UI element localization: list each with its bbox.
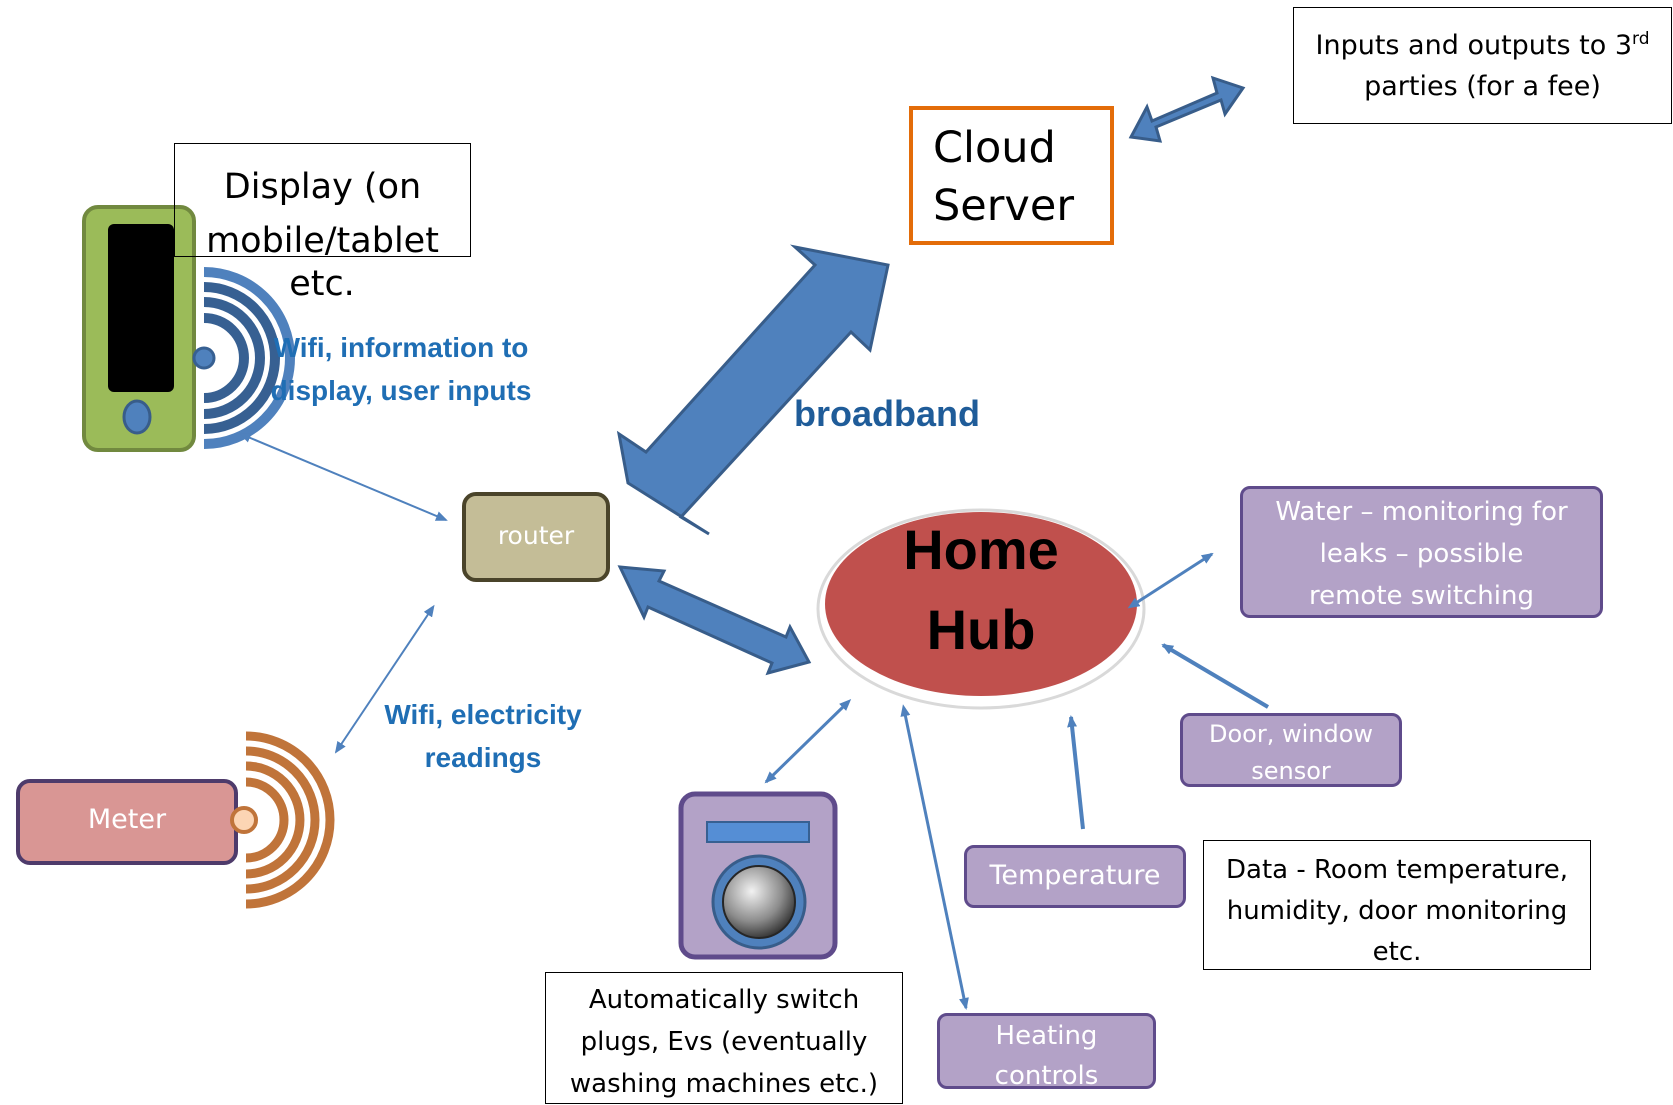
- water-box: Water – monitoring for leaks – possible …: [1240, 486, 1603, 618]
- data-line3: etc.: [1372, 937, 1422, 967]
- plugs-line3: washing machines etc.): [569, 1069, 879, 1099]
- plugs-line1: Automatically switch: [588, 985, 860, 1015]
- third-parties-line1: Inputs and outputs to 3rd: [1315, 29, 1650, 61]
- phone-wifi-source-icon: [192, 346, 216, 370]
- cloud-thirdparty-arrow: [1128, 75, 1246, 143]
- meter-wifi-source-icon: [230, 806, 258, 834]
- smart-plug-icon: [678, 791, 838, 960]
- display-box: Display (on mobile/tablet: [174, 143, 471, 261]
- hub-heating-link: [900, 704, 969, 1010]
- data-line1: Data - Room temperature,: [1226, 855, 1568, 885]
- wifi-display-label: Wifi, information to display, user input…: [270, 326, 532, 412]
- temperature-hub-link: [1067, 715, 1085, 830]
- wifi-display-line2: display, user inputs: [270, 375, 532, 406]
- phone-router-link: [238, 433, 448, 521]
- wifi-meter-label: Wifi, electricity readings: [368, 693, 598, 779]
- temperature-label: Temperature: [989, 860, 1161, 891]
- cloud-server-line2: Server: [933, 181, 1075, 231]
- third-parties-line2: parties (for a fee): [1364, 71, 1601, 102]
- display-line3: etc.: [289, 264, 355, 304]
- display-line1: Display (on: [223, 167, 422, 207]
- third-parties-sup: rd: [1632, 29, 1650, 49]
- door-line1: Door, window: [1208, 720, 1374, 748]
- broadband-label: broadband: [794, 393, 980, 434]
- home-hub-ellipse: [825, 512, 1137, 696]
- home-hub-label: Home Hub: [840, 510, 1122, 670]
- router-hub-arrow: [617, 565, 812, 676]
- hub-plug-link: [764, 699, 852, 784]
- plugs-box: Automatically switch plugs, Evs (eventua…: [545, 972, 903, 1104]
- tablet-device-icon: [82, 205, 196, 452]
- home-hub-line1: Home: [903, 518, 1059, 581]
- plugs-line2: plugs, Evs (eventually: [580, 1027, 868, 1057]
- router-label: router: [497, 521, 575, 550]
- wifi-meter-line2: readings: [424, 742, 542, 773]
- cloud-server-box: Cloud Server: [909, 106, 1114, 245]
- home-hub-line2: Hub: [926, 598, 1036, 661]
- meter-wifi-signal-icon: [245, 731, 335, 909]
- wifi-meter-line1: Wifi, electricity: [384, 699, 582, 730]
- cloud-server-line1: Cloud: [933, 123, 1056, 173]
- temperature-box: Temperature: [964, 845, 1186, 908]
- door-line2: sensor: [1251, 757, 1331, 785]
- water-line2: leaks – possible: [1319, 539, 1524, 569]
- router-meter-link: [334, 604, 435, 754]
- hub-water-link: [1127, 552, 1214, 609]
- water-line3: remote switching: [1308, 581, 1534, 611]
- data-line2: humidity, door monitoring: [1226, 896, 1568, 926]
- data-box: Data - Room temperature, humidity, door …: [1203, 840, 1591, 970]
- heating-line1: Heating: [995, 1021, 1098, 1051]
- display-line2: mobile/tablet: [206, 221, 439, 261]
- broadband-arrow: [616, 244, 890, 536]
- wifi-display-line1: Wifi, information to: [273, 332, 529, 363]
- water-line1: Water – monitoring for: [1275, 497, 1568, 527]
- heating-line2: controls: [994, 1061, 1099, 1089]
- router-box: [462, 492, 610, 582]
- heating-controls-box: Heating controls: [937, 1013, 1156, 1089]
- door-window-box: Door, window sensor: [1180, 713, 1402, 787]
- meter-label: Meter: [87, 804, 167, 835]
- third-parties-box: Inputs and outputs to 3rd parties (for a…: [1293, 7, 1672, 124]
- door-hub-link: [1161, 643, 1270, 709]
